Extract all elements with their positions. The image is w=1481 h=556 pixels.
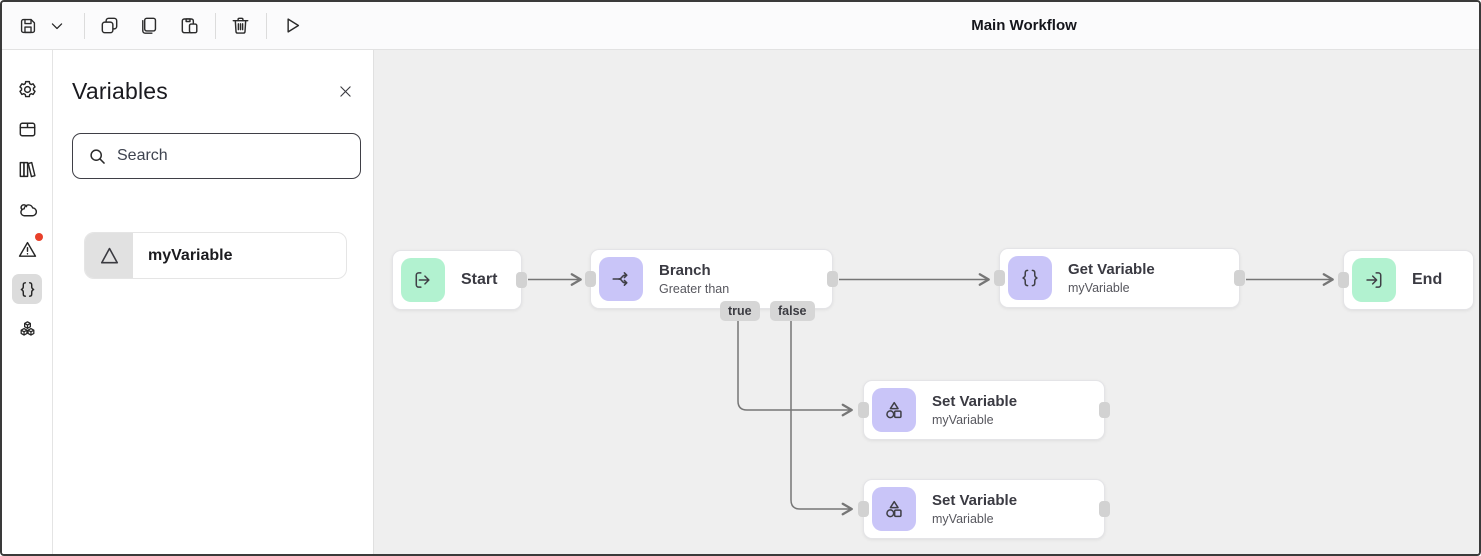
panel-close-button[interactable]	[334, 81, 356, 103]
node-title: Start	[461, 271, 498, 288]
branch-icon	[599, 257, 643, 301]
save-icon	[20, 18, 36, 33]
library-icon	[19, 161, 36, 177]
branch-output-true[interactable]: true	[720, 301, 760, 321]
toolbar-divider	[266, 12, 267, 39]
variable-type-icon-box	[85, 233, 133, 278]
copy-icon	[141, 17, 156, 34]
save-button[interactable]	[12, 8, 44, 44]
input-port[interactable]	[994, 270, 1005, 286]
get-variable-icon	[1008, 256, 1052, 300]
save-dropdown-button[interactable]	[44, 8, 70, 44]
node-branch[interactable]: Branch Greater than	[585, 249, 838, 309]
node-set-variable-true[interactable]: Set Variable myVariable	[858, 380, 1110, 440]
workflow-title: Main Workflow	[971, 17, 1077, 34]
run-icon	[286, 18, 299, 33]
node-set-variable-false[interactable]: Set Variable myVariable	[858, 479, 1110, 539]
rail-item-warnings[interactable]	[12, 233, 43, 264]
delete-icon	[232, 17, 248, 34]
node-title: Get Variable	[1068, 261, 1155, 278]
rail-item-library[interactable]	[12, 154, 42, 184]
node-start[interactable]: Start	[392, 250, 527, 310]
node-subtitle: myVariable	[1068, 281, 1130, 295]
paste-button[interactable]	[171, 8, 207, 44]
variables-panel: Variables myVariable	[53, 50, 374, 554]
node-title: Set Variable	[932, 492, 1018, 509]
workflow-edges	[528, 273, 1334, 516]
chevron-down-icon	[51, 22, 63, 29]
search-icon	[90, 149, 105, 164]
node-title: Branch	[659, 262, 711, 279]
delete-button[interactable]	[222, 8, 258, 44]
node-subtitle: myVariable	[932, 512, 994, 526]
node-end[interactable]: End	[1338, 250, 1474, 310]
output-port[interactable]	[516, 272, 527, 288]
search-box	[72, 133, 361, 179]
blocks-icon	[20, 320, 34, 336]
rail-item-settings[interactable]	[12, 74, 42, 104]
triangle-icon	[100, 247, 118, 264]
run-button[interactable]	[273, 8, 309, 44]
output-port[interactable]	[1234, 270, 1245, 286]
input-port[interactable]	[1338, 272, 1349, 288]
branch-output-false[interactable]: false	[770, 301, 815, 321]
left-rail	[2, 50, 53, 554]
duplicate-icon	[101, 17, 117, 34]
input-port[interactable]	[858, 501, 869, 517]
set-variable-icon	[872, 487, 916, 531]
rail-item-cloud[interactable]	[12, 194, 42, 224]
warning-badge	[35, 233, 43, 241]
node-subtitle: myVariable	[932, 413, 994, 427]
set-variable-icon	[872, 388, 916, 432]
paste-icon	[181, 18, 198, 34]
settings-icon	[18, 80, 36, 97]
output-port[interactable]	[1099, 402, 1110, 418]
input-port[interactable]	[585, 271, 596, 287]
variable-list-item[interactable]: myVariable	[84, 232, 347, 279]
rail-item-blocks[interactable]	[12, 314, 42, 344]
node-title: Set Variable	[932, 393, 1018, 410]
variables-icon	[20, 281, 34, 297]
close-icon	[339, 86, 351, 97]
edge-branch-true-setvariable	[737, 321, 853, 417]
node-subtitle: Greater than	[659, 282, 730, 296]
panel-title: Variables	[72, 78, 168, 104]
variable-name: myVariable	[148, 246, 233, 264]
search-input[interactable]	[117, 135, 352, 177]
toolbar-divider	[84, 12, 85, 39]
workflow-canvas[interactable]: Start Branch Greater than	[374, 50, 1479, 554]
toolbar: Main Workflow	[2, 2, 1479, 50]
toolbar-divider	[215, 12, 216, 39]
rail-item-variables[interactable]	[12, 274, 42, 304]
start-icon	[401, 258, 445, 302]
copy-button[interactable]	[131, 8, 167, 44]
edge-branch-false-setvariable	[790, 321, 853, 516]
end-icon	[1352, 258, 1396, 302]
rail-item-packages[interactable]	[12, 114, 42, 144]
output-port[interactable]	[1099, 501, 1110, 517]
output-port[interactable]	[827, 271, 838, 287]
warning-icon	[18, 241, 36, 257]
input-port[interactable]	[858, 402, 869, 418]
duplicate-button[interactable]	[91, 8, 127, 44]
cloud-icon	[19, 203, 37, 216]
package-icon	[19, 122, 35, 136]
node-get-variable[interactable]: Get Variable myVariable	[994, 248, 1245, 308]
node-title: End	[1412, 271, 1443, 288]
